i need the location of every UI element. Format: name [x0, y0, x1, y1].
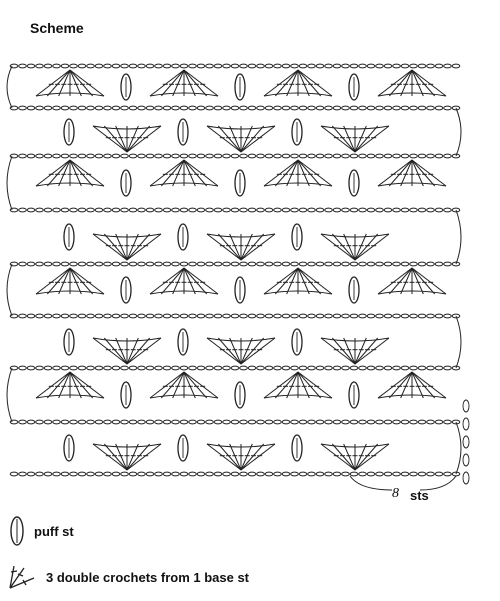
repeat-bracket [349, 475, 393, 491]
puff-stitch [120, 73, 132, 101]
puff-stitch [348, 73, 360, 101]
puff-stitch [63, 434, 75, 462]
puff-stitch [177, 118, 189, 146]
chain-row [9, 207, 461, 213]
dc-fan [320, 443, 390, 471]
chain-row [9, 261, 461, 267]
chain-row [9, 471, 461, 477]
puff-stitch [234, 381, 246, 409]
crochet-chart [0, 44, 500, 504]
puff-stitch [120, 169, 132, 197]
dc-fan [320, 337, 390, 365]
repeat-bracket [419, 475, 457, 491]
legend-label-dc: 3 double crochets from 1 base st [46, 569, 250, 585]
dc-fan [206, 337, 276, 365]
diagram-title: Scheme [30, 20, 84, 36]
dc-fan [35, 371, 105, 399]
puff-stitch [120, 381, 132, 409]
chain-row [9, 365, 461, 371]
row-marker [462, 471, 470, 485]
edge-turn [6, 263, 13, 317]
edge-turn [6, 65, 13, 109]
dc-fan [149, 267, 219, 295]
chain-row [9, 63, 461, 69]
dc-fan [149, 159, 219, 187]
edge-turn [6, 155, 13, 211]
puff-stitch [63, 118, 75, 146]
edge-turn [455, 107, 462, 157]
row-marker [462, 453, 470, 467]
puff-stitch [177, 223, 189, 251]
puff-stitch [120, 276, 132, 304]
dc-fan [320, 233, 390, 261]
puff-stitch [348, 169, 360, 197]
repeat-count: 8 [392, 486, 399, 501]
puff-stitch [63, 223, 75, 251]
puff-stitch [177, 328, 189, 356]
chain-row [9, 153, 461, 159]
edge-turn [455, 209, 462, 265]
dc-fan [149, 371, 219, 399]
dc-fan [263, 159, 333, 187]
crochet-chart-svg [6, 63, 470, 491]
dc-fan [320, 125, 390, 153]
dc-fan [206, 443, 276, 471]
puff-stitch [348, 381, 360, 409]
legend-item-dc: 3 double crochets from 1 base st [6, 562, 249, 592]
chain-row [9, 313, 461, 319]
puff-stitch [291, 434, 303, 462]
puff-stitch [234, 169, 246, 197]
edge-turn [6, 367, 13, 423]
dc-fan [377, 69, 447, 97]
legend-label-puff: puff st [34, 523, 74, 539]
puff-stitch [63, 328, 75, 356]
dc-fan [263, 69, 333, 97]
puff-stitch [234, 276, 246, 304]
row-marker [462, 435, 470, 449]
puff-stitch-icon [10, 516, 24, 546]
puff-stitch [291, 223, 303, 251]
dc-fan [377, 159, 447, 187]
dc-fan [35, 69, 105, 97]
row-marker [462, 417, 470, 431]
dc-fan [92, 337, 162, 365]
legend-item-puff: puff st [6, 514, 74, 548]
puff-stitch [291, 328, 303, 356]
puff-stitch [234, 73, 246, 101]
dc-fan [206, 125, 276, 153]
edge-turn [455, 315, 462, 369]
dc-fan [35, 267, 105, 295]
row-marker [462, 399, 470, 413]
dc-fan [206, 233, 276, 261]
dc-fan [149, 69, 219, 97]
dc-fan [377, 371, 447, 399]
dc-fan [263, 371, 333, 399]
chain-row [9, 105, 461, 111]
dc-fan [377, 267, 447, 295]
three-dc-fan-icon [9, 565, 35, 589]
chain-row [9, 419, 461, 425]
puff-stitch [348, 276, 360, 304]
edge-turn [455, 421, 462, 475]
dc-fan [263, 267, 333, 295]
dc-fan [92, 443, 162, 471]
repeat-unit: sts [410, 488, 429, 503]
dc-fan [35, 159, 105, 187]
dc-fan [92, 125, 162, 153]
puff-stitch [177, 434, 189, 462]
puff-stitch [291, 118, 303, 146]
dc-fan [92, 233, 162, 261]
